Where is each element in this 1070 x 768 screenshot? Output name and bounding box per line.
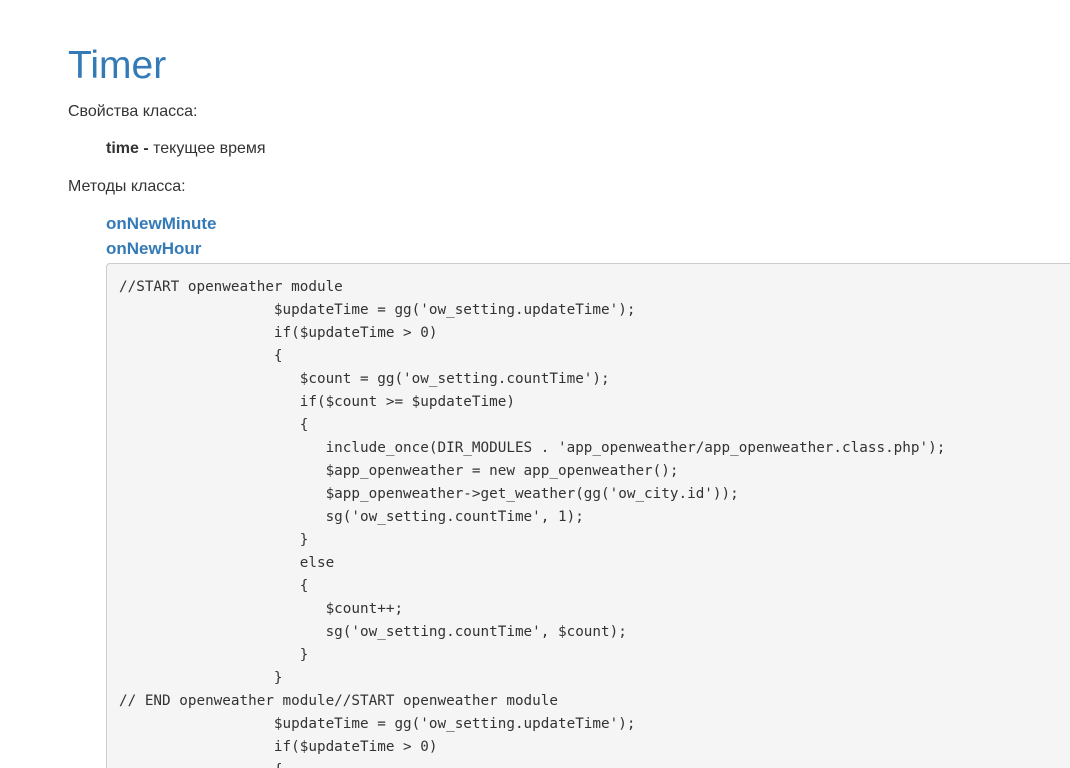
code-line: if($updateTime > 0) (119, 325, 438, 341)
code-line: $app_openweather = new app_openweather()… (119, 463, 679, 479)
code-line: { (119, 578, 309, 594)
code-line: sg('ow_setting.countTime', 1); (119, 509, 584, 525)
property-description: текущее время (153, 140, 266, 157)
code-line: $count++; (119, 601, 404, 617)
property-item: time - текущее время (106, 139, 266, 159)
code-lines: //START openweather module $updateTime =… (119, 276, 945, 768)
code-line: { (119, 417, 309, 433)
code-line: $updateTime = gg('ow_setting.updateTime'… (119, 716, 636, 732)
code-line: { (119, 348, 283, 364)
code-line: } (119, 532, 309, 548)
property-separator: - (138, 140, 154, 157)
code-line: if($count >= $updateTime) (119, 394, 515, 410)
code-line: $app_openweather->get_weather(gg('ow_cit… (119, 486, 739, 502)
code-line: else (119, 555, 335, 571)
property-name: time (106, 140, 139, 157)
code-line: if($updateTime > 0) (119, 739, 438, 755)
code-line: //START openweather module (119, 279, 343, 295)
code-line: sg('ow_setting.countTime', $count); (119, 624, 627, 640)
code-line: include_once(DIR_MODULES . 'app_openweat… (119, 440, 946, 456)
method-link-onnewminute[interactable]: onNewMinute (106, 214, 217, 233)
methods-heading: Методы класса: (68, 178, 186, 195)
code-line: $updateTime = gg('ow_setting.updateTime'… (119, 302, 636, 318)
code-block: //START openweather module $updateTime =… (106, 263, 1070, 768)
code-line: // END openweather module//START openwea… (119, 693, 558, 709)
code-line: } (119, 647, 309, 663)
method-link-onnewhour[interactable]: onNewHour (106, 239, 202, 258)
code-line: { (119, 759, 945, 768)
code-line: $count = gg('ow_setting.countTime'); (119, 371, 610, 387)
code-line: } (119, 670, 283, 686)
page-title: Timer (68, 44, 167, 87)
properties-heading: Свойства класса: (68, 103, 198, 120)
